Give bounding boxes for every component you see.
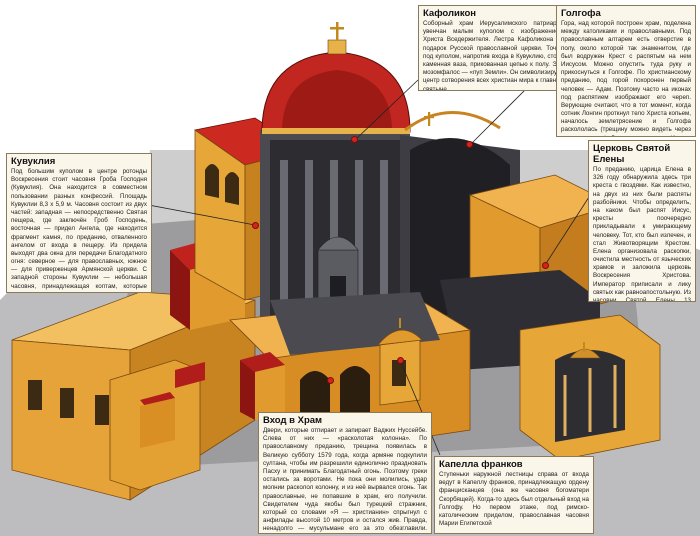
callout-title: Кафоликон	[423, 8, 476, 19]
callout-text: Под большим куполом в центре ротонды Вос…	[11, 168, 147, 292]
callout-kafolikon: Кафоликон Соборный храм Иерусалимского п…	[418, 5, 568, 91]
callout-title: Вход в Храм	[263, 415, 323, 426]
marker-dot	[327, 377, 334, 384]
callout-text: Ступеньки наружной лестницы справа от вх…	[439, 471, 589, 528]
callout-text: Соборный храм Иерусалимского патриарха у…	[423, 20, 563, 91]
callout-golgotha: Голгофа Гора, над которой построен храм,…	[556, 5, 696, 137]
callout-kuvukliya: Кувуклия Под большим куполом в центре ро…	[6, 153, 152, 293]
callout-title: Капелла франков	[439, 459, 523, 470]
callout-helena: Церковь Святой Елены По преданию, царица…	[588, 140, 696, 302]
callout-title: Кувуклия	[11, 156, 56, 167]
marker-dot	[466, 141, 473, 148]
marker-dot	[542, 262, 549, 269]
callout-text: Двери, которые отпирает и запирает Ваджи…	[263, 427, 427, 533]
callout-text: Гора, над которой построен храм, поделен…	[561, 20, 691, 136]
marker-dot	[252, 222, 259, 229]
marker-dot	[351, 136, 358, 143]
callout-text: По преданию, царица Елена в 326 году обн…	[593, 166, 691, 302]
marker-dot	[397, 357, 404, 364]
callout-entrance: Вход в Храм Двери, которые отпирает и за…	[258, 412, 432, 534]
callout-franks: Капелла франков Ступеньки наружной лестн…	[434, 456, 594, 534]
callout-title: Голгофа	[561, 8, 601, 19]
callout-title: Церковь Святой Елены	[593, 143, 671, 165]
